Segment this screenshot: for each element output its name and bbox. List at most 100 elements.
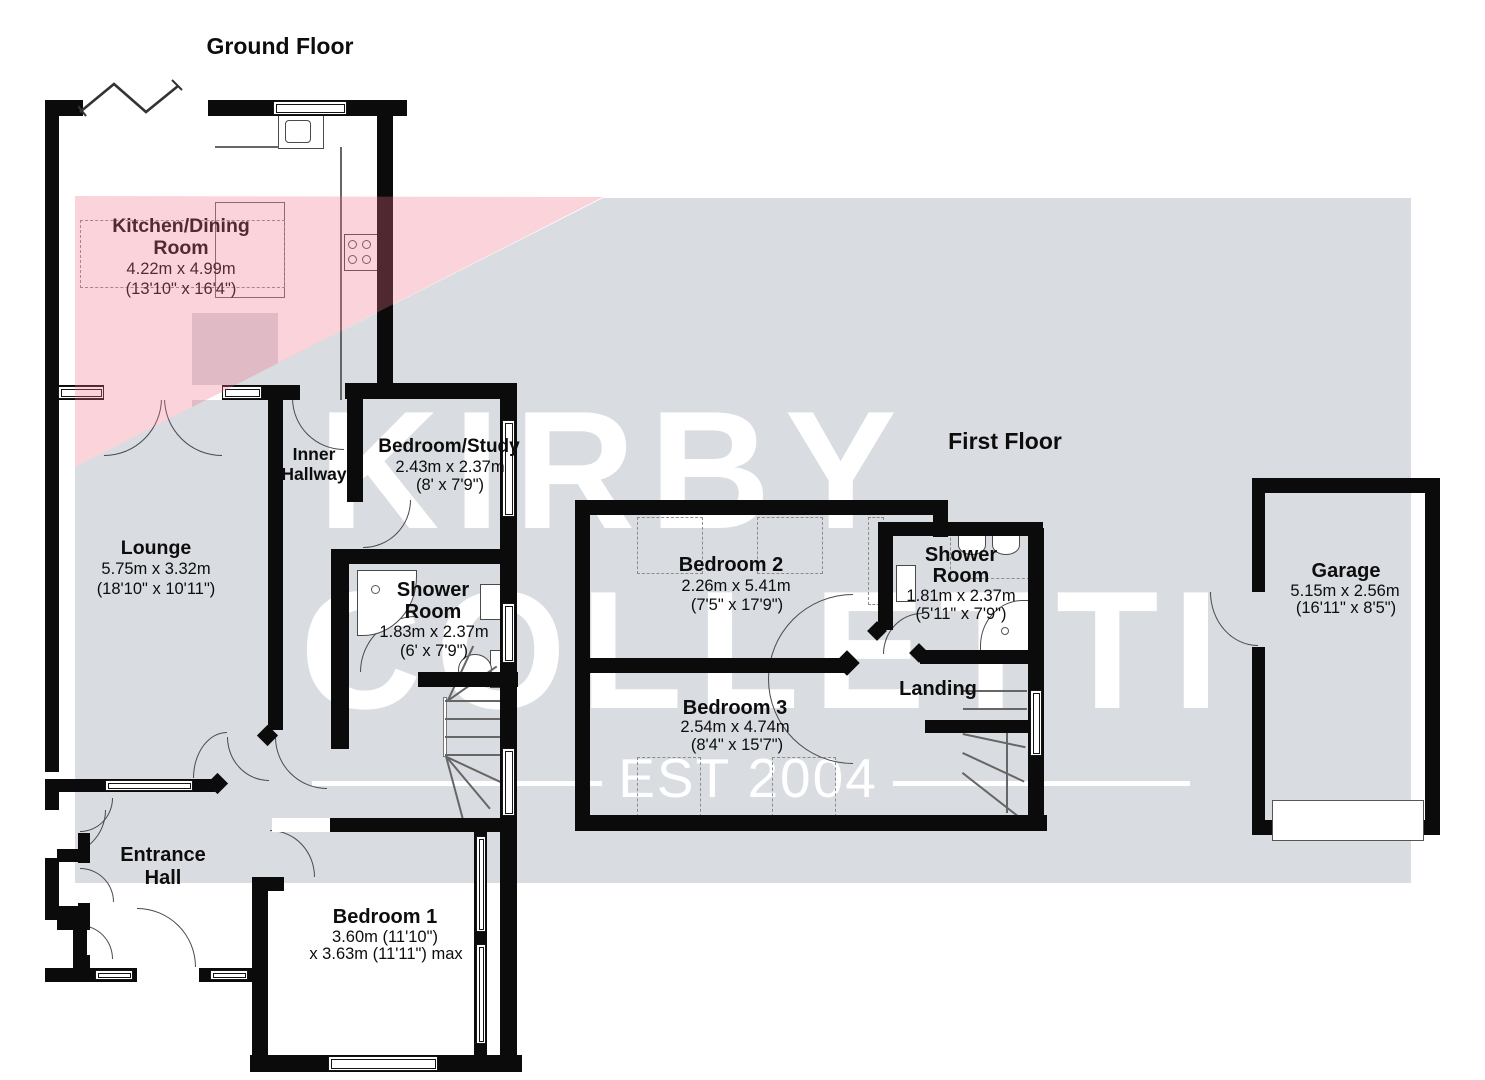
first-floor-title: First Floor xyxy=(948,428,1062,454)
fixture xyxy=(443,697,447,757)
wall xyxy=(78,903,90,918)
stair-tread-line xyxy=(445,718,501,720)
door-swing-arc xyxy=(137,908,196,967)
window xyxy=(105,780,193,791)
inner-hallway-label: Inner xyxy=(292,444,336,464)
window xyxy=(328,1056,438,1071)
watermark-word-colletti: COLLETTI xyxy=(300,556,1234,744)
bedroom2-label: Bedroom 2 xyxy=(678,554,784,576)
wall xyxy=(920,650,1040,664)
wall xyxy=(1252,478,1440,493)
dashed-extent-box xyxy=(772,757,836,817)
wall xyxy=(1252,647,1265,820)
stair-tread-line xyxy=(215,146,279,148)
wall xyxy=(878,522,893,630)
bedroom2-dim-metric: 2.26m x 5.41m xyxy=(681,577,791,595)
stair-tread-line xyxy=(1006,733,1008,813)
fixture xyxy=(1272,800,1424,841)
window xyxy=(210,970,248,980)
bedroom2-dim-imperial: (7'5" x 17'9") xyxy=(690,596,784,614)
wall xyxy=(331,549,517,564)
ring xyxy=(1001,627,1009,635)
shower-gf-label: Shower xyxy=(396,579,470,601)
ring xyxy=(348,255,357,264)
lounge-dim-metric: 5.75m x 3.32m xyxy=(101,560,211,578)
bay-zigzag-symbol xyxy=(78,79,183,117)
window xyxy=(502,420,515,517)
stair-tread-line xyxy=(445,700,501,702)
stair-tread-line xyxy=(963,708,1027,710)
stair-tread-line xyxy=(963,690,1027,692)
garage-label: Garage xyxy=(1311,560,1381,582)
ground-floor-title: Ground Floor xyxy=(206,33,354,59)
entrance-hall-label: Entrance xyxy=(120,844,206,866)
bedroom3-dim-imperial: (8'4" x 15'7") xyxy=(690,736,784,754)
watermark-word-kirby: KIRBY xyxy=(318,376,911,564)
shower-ff-dim-metric: 1.81m x 2.37m xyxy=(906,587,1016,605)
wall xyxy=(925,720,1043,733)
wall xyxy=(347,399,363,502)
shower-gf-dim-imperial: (6' x 7'9") xyxy=(399,642,469,660)
window xyxy=(502,748,515,816)
wall xyxy=(575,500,948,515)
wall xyxy=(57,849,90,862)
bedroom3-label: Bedroom 3 xyxy=(682,697,788,719)
shower-ff-label: Shower xyxy=(924,544,998,566)
stair-tread-line xyxy=(340,147,342,400)
wall xyxy=(57,917,90,930)
entrance-hall-label2: Hall xyxy=(144,867,182,889)
study-dim-imperial: (8' x 7'9") xyxy=(415,476,485,494)
wall xyxy=(880,522,1043,536)
dashed-extent-box xyxy=(637,757,701,817)
lounge-dim-imperial: (18'10" x 10'11") xyxy=(96,580,216,598)
dashed-extent-box xyxy=(637,517,703,574)
shower-ff-dim-imperial: (5'11" x 7'9") xyxy=(915,605,1007,623)
window xyxy=(1030,690,1042,756)
lounge-label: Lounge xyxy=(120,537,192,559)
wall xyxy=(331,564,349,749)
wall xyxy=(78,955,90,968)
kitchen-label2: Room xyxy=(153,237,209,259)
ring xyxy=(362,255,371,264)
ring xyxy=(371,585,380,594)
bedroom1-label: Bedroom 1 xyxy=(332,906,438,928)
window xyxy=(273,101,347,115)
stair-tread-line xyxy=(445,754,501,756)
fixture xyxy=(285,120,311,143)
wall xyxy=(1028,528,1044,830)
wall xyxy=(268,400,283,730)
kitchen-label: Kitchen/Dining xyxy=(112,215,250,237)
window xyxy=(95,970,133,980)
dashed-extent-box xyxy=(80,220,285,288)
window xyxy=(58,386,104,399)
shower-gf-label2: Room xyxy=(404,601,462,623)
dashed-extent-box xyxy=(757,517,823,574)
wall xyxy=(1252,478,1265,592)
fixture xyxy=(896,565,916,602)
wall xyxy=(345,383,517,399)
wall xyxy=(45,786,59,810)
bedroom3-dim-metric: 2.54m x 4.74m xyxy=(680,718,790,736)
garage-dim-imperial: (16'11" x 8'5") xyxy=(1295,599,1397,617)
bedroom1-dim-imperial: x 3.63m (11'11") max xyxy=(309,945,463,963)
fixture xyxy=(344,234,378,271)
garage-dim-metric: 5.15m x 2.56m xyxy=(1290,582,1400,600)
wall xyxy=(500,683,517,1072)
window xyxy=(476,836,486,932)
wall-opening xyxy=(104,385,222,400)
landing-label: Landing xyxy=(899,678,977,700)
wall xyxy=(45,858,59,906)
wall xyxy=(377,100,393,392)
inner-hallway-label2: Hallway xyxy=(281,464,347,484)
wall-opening xyxy=(83,100,208,116)
wall xyxy=(45,100,59,772)
bedroom1-dim-metric: 3.60m (11'10") xyxy=(332,928,438,946)
ring xyxy=(362,240,371,249)
kitchen-dim-imperial: (13'10" x 16'4") xyxy=(125,280,237,298)
ring xyxy=(348,240,357,249)
study-dim-metric: 2.43m x 2.37m xyxy=(395,458,505,476)
wall-opening xyxy=(137,968,199,982)
wall xyxy=(283,818,517,832)
wall-opening xyxy=(272,818,330,832)
